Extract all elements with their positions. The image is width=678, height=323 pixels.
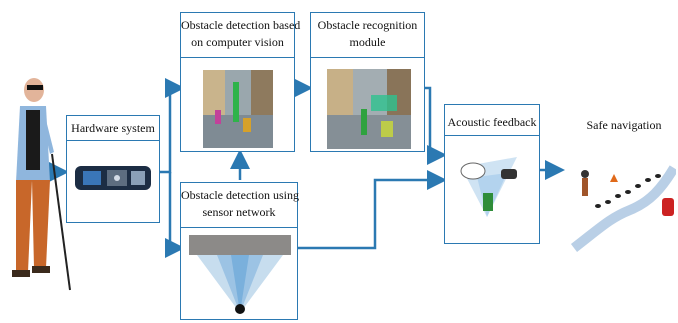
- computer-vision-box: Obstacle detection based on computer vis…: [180, 12, 301, 152]
- street-scene-recognition-image: [327, 69, 411, 149]
- cone-icon: [610, 174, 618, 182]
- sensor-icon: [235, 304, 245, 314]
- sensor-network-label-line1: Obstacle detection using: [181, 188, 299, 202]
- obstacle-recognition-box: Obstacle recognition module: [310, 12, 425, 152]
- sensor-network-box: Obstacle detection using sensor network: [180, 182, 299, 320]
- computer-vision-label-line2: on computer vision: [191, 35, 284, 49]
- sunglasses-icon: [27, 85, 43, 90]
- wearable-device-image: [75, 166, 151, 190]
- sensor-network-label-line2: sensor network: [202, 205, 276, 219]
- safe-navigation-illustration: [570, 165, 676, 252]
- arrow-sensor-to-acoustic: [298, 170, 447, 250]
- acoustic-feedback-box: Acoustic feedback: [444, 104, 540, 244]
- obstacle-icon: [483, 193, 493, 211]
- street-scene-vision-image: [203, 70, 273, 148]
- acoustic-feedback-image: [460, 157, 517, 217]
- white-cane-icon: [51, 153, 71, 291]
- arrow-hardware-to-sensor: [165, 172, 185, 258]
- arrow-recognition-to-acoustic: [425, 86, 447, 165]
- safe-navigation-label: Safe navigation: [586, 118, 662, 132]
- obstacle-recognition-label-line2: module: [349, 35, 386, 49]
- hardware-system-label: Hardware system: [71, 121, 155, 135]
- walking-person-icon: [582, 178, 588, 196]
- hardware-system-box: Hardware system: [66, 115, 160, 223]
- blind-person-illustration: [12, 78, 71, 291]
- arrow-hardware-to-vision: [160, 78, 185, 174]
- computer-vision-label-line1: Obstacle detection based: [181, 18, 301, 32]
- sensor-field-image: [189, 235, 291, 314]
- acoustic-feedback-label: Acoustic feedback: [447, 115, 537, 129]
- car-icon: [501, 169, 517, 179]
- car-icon: [662, 198, 674, 216]
- obstacle-recognition-label-line1: Obstacle recognition: [317, 18, 418, 32]
